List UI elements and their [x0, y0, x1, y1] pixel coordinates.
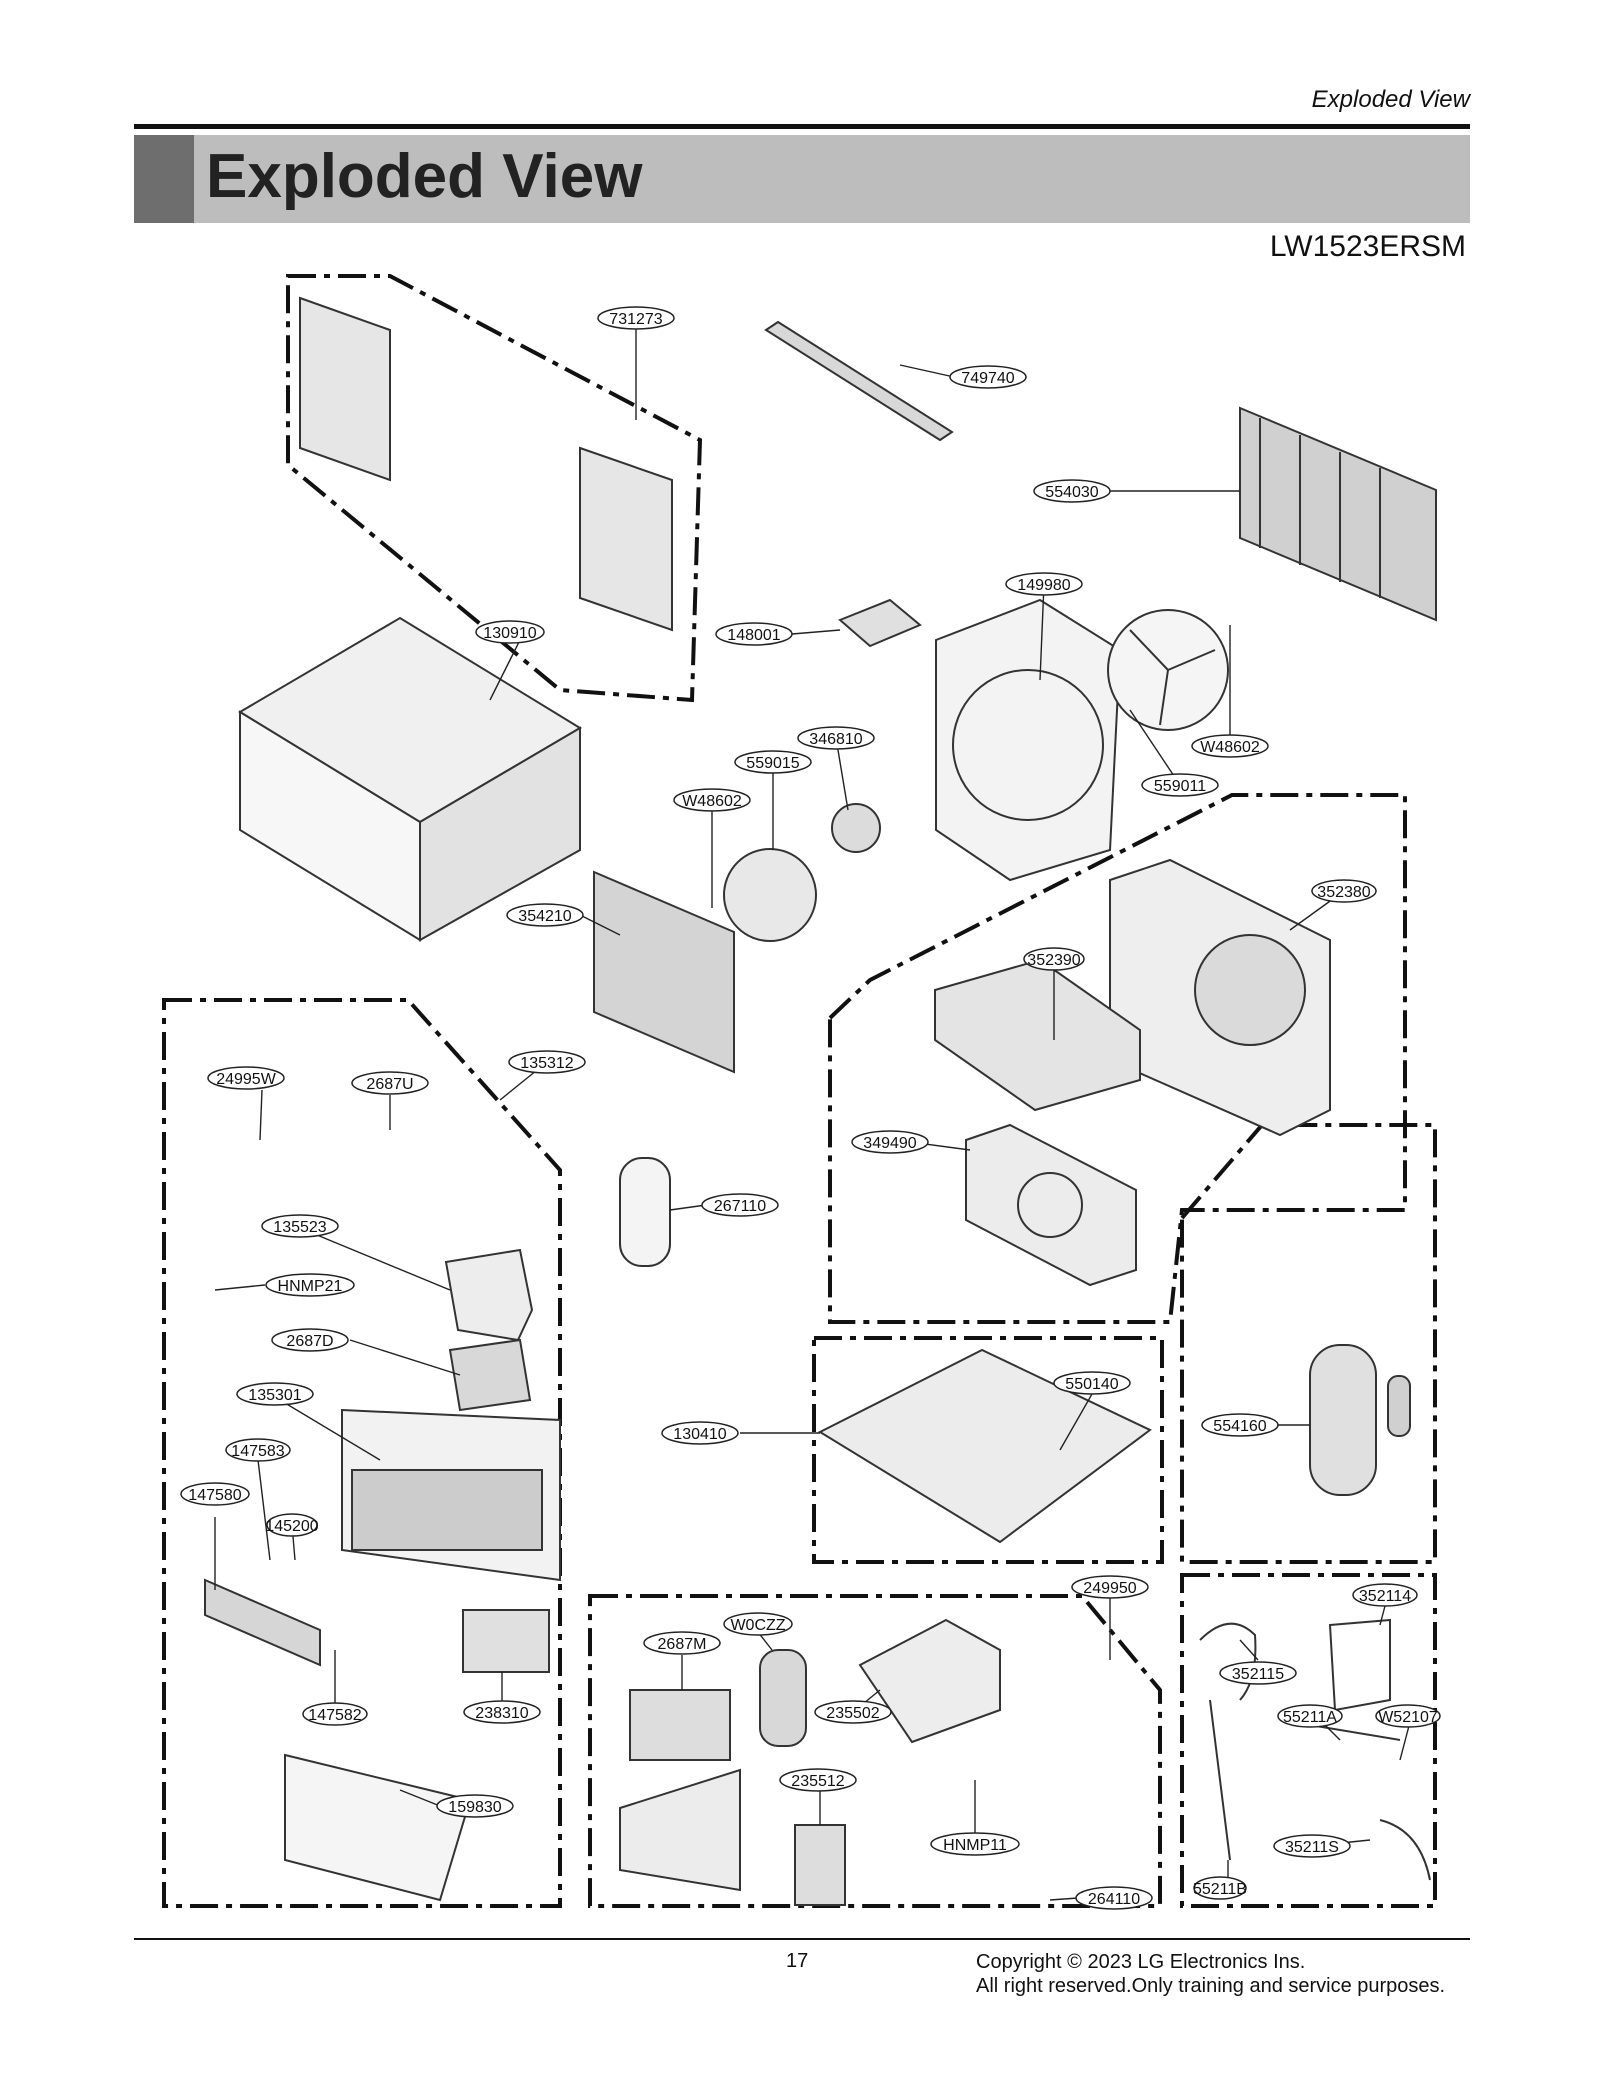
display-housing: [444, 1248, 534, 1342]
part-label: 159830: [448, 1799, 501, 1816]
part-label: W48602: [682, 793, 742, 810]
base-pan: [817, 1348, 1152, 1544]
part-label: 559011: [1154, 778, 1206, 795]
model-number: LW1523ERSM: [1269, 230, 1466, 263]
side-curtain-right: [579, 446, 673, 632]
control-panel: [462, 1609, 550, 1673]
part-label: 135523: [273, 1219, 326, 1236]
footer-rule: [134, 1938, 1470, 1940]
part-label: 55211B: [1193, 1881, 1247, 1898]
group-outline-compressor: [1180, 1123, 1437, 1564]
motor-bracket: [838, 598, 922, 648]
part-label: W48602: [1200, 739, 1260, 756]
part-label: 554160: [1213, 1418, 1266, 1435]
part-label: 135312: [520, 1055, 573, 1072]
part-label: HNMP11: [943, 1837, 1007, 1854]
part-label: 130910: [483, 625, 536, 642]
part-label: 731273: [609, 311, 662, 328]
fan-motor: [831, 803, 881, 853]
page-number: 17: [786, 1950, 809, 1972]
main-pcb: [629, 1689, 731, 1761]
part-label: 148001: [727, 627, 780, 644]
part-label: 354210: [518, 908, 571, 925]
part-label: 235512: [791, 1773, 844, 1790]
group-outline-mounting-kit: [286, 274, 703, 703]
part-label: 2687U: [366, 1076, 413, 1093]
copyright-line-2: All right reserved.Only training and ser…: [976, 1975, 1446, 1997]
blower-wheel: [723, 848, 817, 942]
part-label: 147580: [188, 1487, 241, 1504]
section-title-bar: Exploded View: [134, 135, 1470, 223]
part-label: W0CZZ: [730, 1617, 785, 1634]
copyright-line-1: Copyright © 2023 LG Electronics Ins.: [976, 1951, 1306, 1973]
top-rail: [764, 320, 954, 442]
condenser-coil: [1239, 406, 1437, 622]
part-label: 749740: [961, 370, 1014, 387]
part-label: 349490: [863, 1135, 916, 1152]
part-label: W52107: [1378, 1709, 1438, 1726]
part-label: 2687M: [658, 1636, 707, 1653]
part-label: 55211A: [1283, 1709, 1337, 1726]
part-label: 238310: [475, 1705, 528, 1722]
section-title: Exploded View: [206, 142, 643, 211]
air-filter: [284, 1753, 472, 1902]
group-outline-electrical: [588, 1594, 1162, 1908]
part-label: 559015: [746, 755, 799, 772]
part-label: 550140: [1065, 1376, 1118, 1393]
part-label: 235502: [826, 1705, 879, 1722]
fan-shroud: [935, 598, 1122, 882]
compressor: [1309, 1344, 1377, 1496]
part-label: 24995W: [216, 1071, 276, 1088]
title-tab: [134, 135, 194, 223]
orifice-panel: [965, 1123, 1137, 1287]
part-label: 264110: [1088, 1891, 1140, 1908]
inverter-board: [794, 1824, 846, 1906]
evaporator-coil: [593, 870, 735, 1074]
part-label: 147583: [231, 1443, 284, 1460]
discharge-pipe: [1199, 1622, 1257, 1701]
side-curtain-left: [299, 296, 391, 482]
group-outline-piping: [1180, 1573, 1437, 1908]
display-pcb: [448, 1338, 532, 1412]
part-label: 352390: [1027, 952, 1080, 969]
part-label: 149980: [1017, 577, 1070, 594]
part-label: 352114: [1359, 1588, 1411, 1605]
remote-control: [619, 1157, 671, 1267]
copyright-notice: Copyright © 2023 LG Electronics Ins. All…: [976, 1950, 1445, 1998]
control-box: [619, 1768, 741, 1892]
group-outline-base: [812, 1336, 1164, 1564]
part-label: 352380: [1317, 884, 1370, 901]
running-header: Exploded View: [1311, 86, 1470, 113]
part-label: HNMP21: [278, 1278, 343, 1295]
part-label: 554030: [1045, 484, 1098, 501]
part-label: 135301: [248, 1387, 301, 1404]
control-box-cover: [858, 1618, 1001, 1744]
louver: [204, 1578, 321, 1667]
part-label: 2687D: [286, 1333, 333, 1350]
part-label: 147582: [308, 1707, 361, 1724]
part-label: 249950: [1083, 1580, 1136, 1597]
part-label: 35211S: [1285, 1839, 1339, 1856]
part-label: 346810: [809, 731, 862, 748]
suction-pipe: [1328, 1618, 1391, 1712]
part-label: 130410: [673, 1426, 726, 1443]
part-label: 352115: [1232, 1666, 1284, 1683]
part-label: 267110: [714, 1198, 766, 1215]
part-label: 145200: [265, 1518, 318, 1535]
header-rule: [134, 124, 1470, 129]
group-outline-airflow: [828, 793, 1407, 1324]
capacitor: [759, 1649, 807, 1747]
